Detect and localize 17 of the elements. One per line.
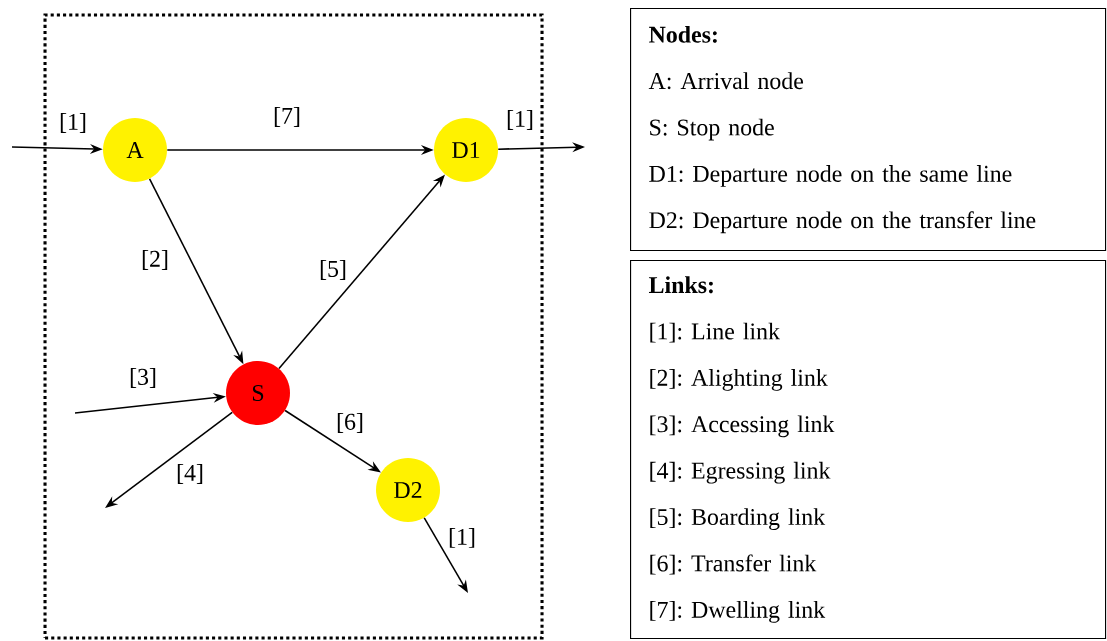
- edge-label: [6]: [334, 411, 366, 435]
- arrow: [105, 411, 233, 508]
- edge-label: [1]: [446, 526, 478, 550]
- edge-label: [7]: [271, 105, 303, 129]
- circle-node: D1: [434, 118, 498, 182]
- edge-label: [1]: [57, 111, 89, 135]
- circle-node: S: [226, 361, 290, 425]
- legend-box: Links: [1]: Line link [2]: Alighting link [3]: Accessing link [4]: Egressing link [5]: Boarding link [6]: Transfer link [7]: Dwelling link: [630, 260, 1107, 640]
- legend-box: Nodes: A: Arrival node S: Stop node D1: Departure node on the same line D2: Departure node on the transfer line: [630, 8, 1107, 252]
- edge-label: [3]: [127, 366, 159, 390]
- circle-node: D2: [376, 458, 440, 522]
- dotted-frame: [43, 13, 544, 640]
- edge-label: [1]: [504, 108, 536, 132]
- edge-label: [5]: [317, 258, 349, 282]
- circle-node: A: [103, 118, 167, 182]
- edge-label: [4]: [174, 462, 206, 486]
- edge-label: [2]: [139, 248, 171, 272]
